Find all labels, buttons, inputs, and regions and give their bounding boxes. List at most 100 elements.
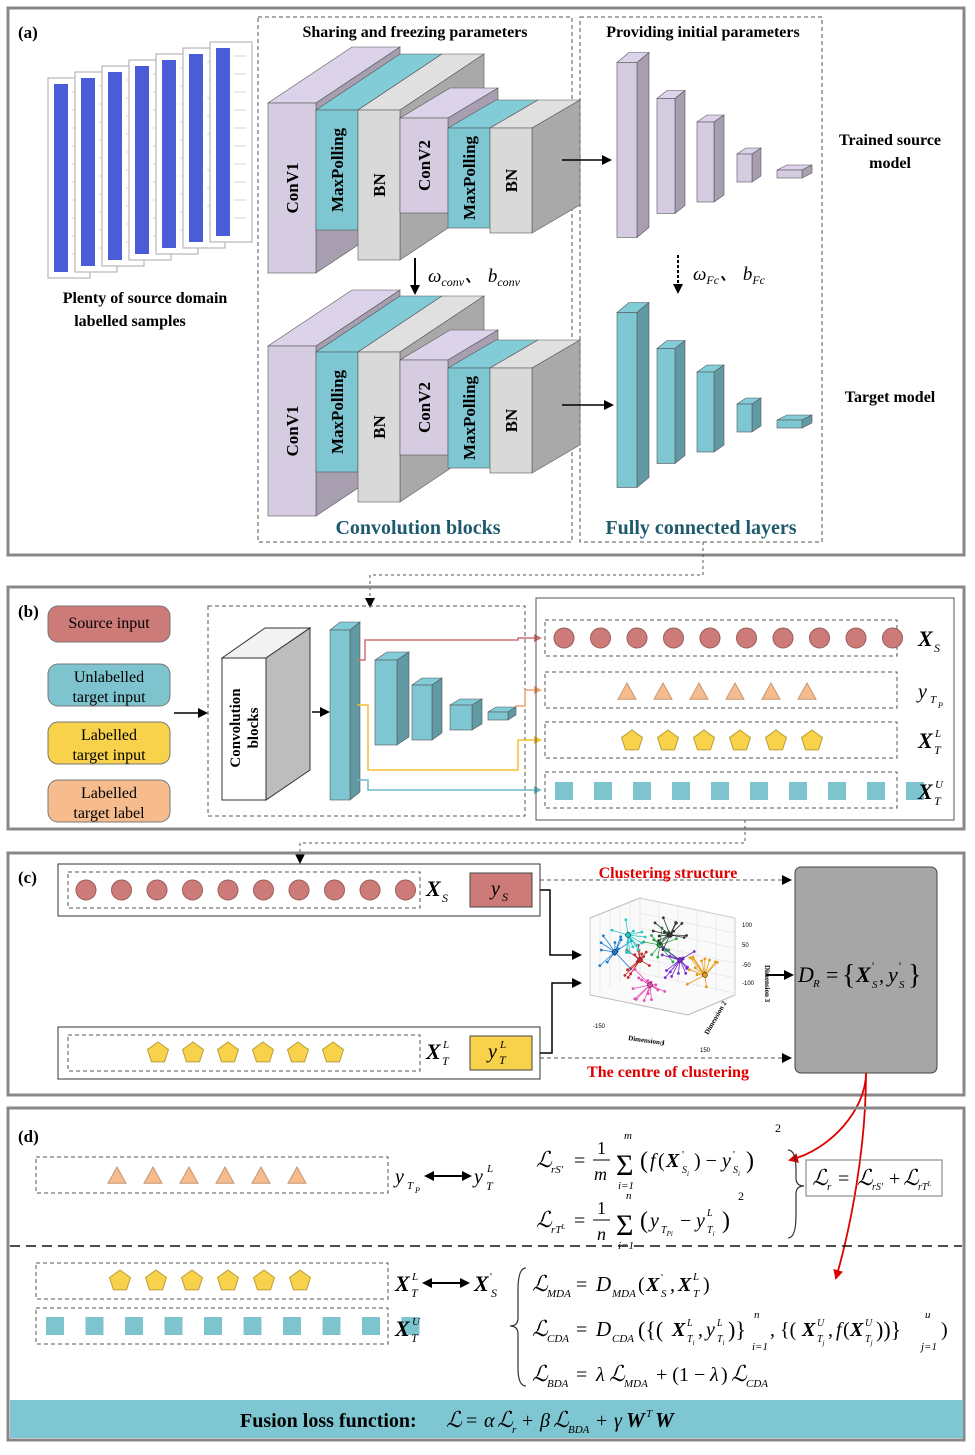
route-source: [357, 634, 542, 661]
unlabelled-target-marker: [633, 782, 651, 800]
svg-text:ℒ: ℒ: [532, 1362, 549, 1387]
network-box: [207, 605, 526, 817]
source-sample-marker: [736, 627, 757, 649]
panel-a: (a) Plenty of source domain labelled sam…: [6, 6, 966, 557]
svg-text:{: {: [842, 960, 855, 991]
svg-text:(: (: [638, 1274, 645, 1296]
svg-text:': ': [490, 1271, 492, 1283]
svg-text:1: 1: [597, 1198, 606, 1218]
source-sample-marker: [253, 879, 274, 901]
svg-text:': ': [733, 1149, 735, 1161]
svg-text:=: =: [576, 1319, 587, 1341]
svg-text:Ti: Ti: [707, 1225, 715, 1238]
svg-text:)}: )}: [728, 1317, 746, 1342]
svg-text:X: X: [473, 1271, 490, 1296]
labelled-target-marker: [321, 1041, 345, 1063]
source-sample-marker: [217, 879, 239, 901]
svg-text:MDA: MDA: [611, 1288, 636, 1300]
route-unlabelled-target: [357, 779, 542, 794]
svg-text:U: U: [935, 779, 944, 791]
unlabelled-target-marker: [711, 782, 729, 800]
source-sample-marker: [553, 627, 575, 649]
header-providing: Providing initial parameters: [606, 24, 799, 41]
samples-caption-line1: Plenty of source domain: [63, 290, 228, 307]
unlabelled-target-marker: [283, 1317, 301, 1335]
svg-text:y: y: [694, 1210, 705, 1232]
svg-text:T: T: [646, 1408, 653, 1420]
fusion-label: Fusion loss function:: [240, 1410, 417, 1432]
svg-text:BDA: BDA: [568, 1424, 590, 1436]
panel-a-label: (a): [18, 23, 38, 42]
svg-text:+ (1 −: + (1 −: [656, 1364, 705, 1386]
svg-text:ℒ: ℒ: [903, 1166, 920, 1191]
svg-text:U: U: [412, 1316, 421, 1328]
svg-text:X: X: [425, 876, 442, 901]
svg-text:ℒ: ℒ: [731, 1362, 748, 1387]
svg-text:n: n: [754, 1309, 760, 1321]
svg-text:D: D: [595, 1272, 611, 1296]
fc-params-label: ωFc、 bFc: [693, 264, 766, 287]
svg-text:X: X: [645, 1274, 660, 1296]
samples-caption-line2: labelled samples: [74, 313, 186, 330]
labelled-target-marker: [216, 1269, 240, 1291]
svg-text:(: (: [640, 1208, 648, 1234]
svg-text:CDA: CDA: [612, 1333, 634, 1345]
svg-text:': ': [899, 959, 901, 973]
fc-layer-3: [696, 114, 725, 203]
conv-blocks-3d-box: Convolution blocks: [220, 627, 312, 801]
cluster: [660, 946, 696, 980]
route-label: [515, 686, 542, 707]
maxpool1-block-label: MaxPolling: [328, 369, 347, 454]
fc-layers-b: [329, 621, 518, 801]
cluster: [598, 934, 633, 971]
cluster-scatter-plot: Dimension 1 Dimension 2 Dimension 3 -150…: [589, 897, 771, 1054]
unlabelled-target-marker: [828, 782, 846, 800]
svg-text:r: r: [827, 1181, 832, 1193]
source-sample-marker: [324, 879, 345, 901]
svg-text:Tj: Tj: [865, 1334, 873, 1347]
svg-text:y: y: [720, 1150, 731, 1172]
svg-text:Si: Si: [733, 1165, 740, 1178]
svg-text:Σ: Σ: [616, 1209, 633, 1242]
svg-text:X: X: [855, 962, 872, 987]
cluster: [651, 916, 688, 952]
panel-d-label: (d): [18, 1127, 39, 1146]
conv2-block-label: ConV2: [415, 140, 434, 191]
target-fc-layers: [616, 301, 813, 489]
label-marker: [215, 1165, 235, 1184]
red-arrow-to-lda: [833, 1072, 867, 1280]
unlabelled-target-marker: [243, 1317, 262, 1335]
rows-b: [544, 619, 924, 809]
conv-blocks-box: [257, 16, 573, 543]
svg-text:S: S: [442, 891, 448, 905]
svg-text:X: X: [917, 779, 934, 804]
source-sample-marker: [663, 627, 684, 649]
svg-text:u: u: [925, 1309, 931, 1321]
svg-text:X: X: [849, 1319, 864, 1341]
svg-text:=: =: [574, 1210, 585, 1232]
header-sharing: Sharing and freezing parameters: [302, 24, 527, 41]
svg-text:m: m: [594, 1164, 607, 1184]
svg-text:n: n: [626, 1190, 632, 1202]
svg-text:=: =: [466, 1410, 477, 1432]
svg-text:L: L: [411, 1271, 418, 1283]
source-fc-layers: [616, 51, 813, 239]
svg-text:α: α: [484, 1410, 495, 1432]
svg-text:X: X: [394, 1271, 411, 1296]
svg-text:target input: target input: [72, 747, 146, 764]
bn2-block-label: BN: [502, 408, 521, 432]
svg-text:TPi: TPi: [661, 1225, 673, 1238]
maxpool2-block-label: MaxPolling: [460, 135, 479, 220]
source-sample-marker: [182, 879, 203, 901]
svg-text:S: S: [491, 1286, 497, 1300]
svg-text:y: y: [486, 1041, 497, 1063]
svg-text:P: P: [937, 701, 943, 710]
svg-text:-150: -150: [593, 1024, 606, 1030]
trained-source-line2: model: [869, 155, 911, 172]
